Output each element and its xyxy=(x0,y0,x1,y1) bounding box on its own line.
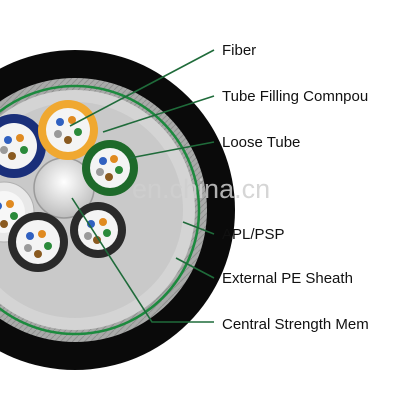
leader-line-fiber xyxy=(69,49,215,127)
leader-line-tube-filling xyxy=(102,95,215,133)
loose-tube-black-right xyxy=(70,202,126,258)
label-tube-filling-compound: Tube Filling Comnpou xyxy=(222,88,368,105)
loose-tube-black-lower xyxy=(8,212,68,272)
leader-line-external-sheath xyxy=(175,257,215,279)
inner-green-ring xyxy=(0,84,201,336)
label-loose-tube: Loose Tube xyxy=(222,134,300,151)
label-central-strength-member: Central Strength Mem xyxy=(222,316,369,333)
loose-tube-orange xyxy=(38,100,98,160)
leader-line-loose-tube xyxy=(129,141,215,159)
label-fiber: Fiber xyxy=(222,42,256,59)
loose-tube-blue xyxy=(0,114,46,178)
leader-line-apl-psp xyxy=(182,221,215,235)
watermark-text: en.china.cn xyxy=(132,174,270,204)
label-apl-psp: APL/PSP xyxy=(222,226,285,243)
label-external-pe-sheath: External PE Sheath xyxy=(222,270,353,287)
leader-line-central-member xyxy=(71,197,214,323)
loose-tube-green xyxy=(82,140,138,196)
